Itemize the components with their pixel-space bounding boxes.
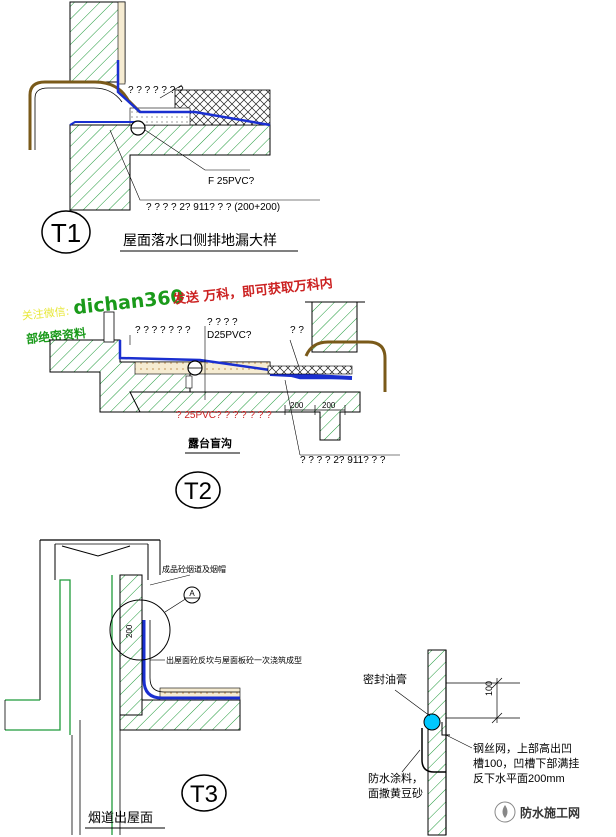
detail-a-dim-tick-1 — [491, 677, 503, 689]
t2-label-red: ? 25PVC? ? ? ? ? ? ? — [176, 410, 272, 421]
t3-mark-circle — [181, 774, 227, 812]
watermark-id: dichan360 — [72, 286, 185, 319]
t1-membrane-2 — [69, 121, 140, 126]
t3-membrane-b — [149, 620, 240, 693]
detail-a-sealant — [423, 713, 441, 731]
t2-membrane-b — [269, 372, 353, 380]
t3-title: 烟道出屋面 — [88, 810, 153, 825]
brand-logo-drop — [502, 805, 508, 818]
t2-label-q2: ? ? ? ? — [207, 317, 238, 328]
t1-drain-gutter-inner — [34, 87, 123, 150]
t1-leader-top — [159, 84, 183, 99]
t3-wall — [119, 574, 143, 716]
t2-label-bottom: ? ? ? ? 2? 911? ? ? — [300, 455, 386, 466]
t2-drain-cover — [267, 365, 353, 375]
t2-leader-4 — [284, 379, 301, 456]
t1-membrane — [116, 60, 271, 127]
t2-label-q3: ? ? — [290, 325, 304, 336]
t1-title: 屋面落水口侧排地漏大样 — [123, 232, 277, 248]
detail-a-label-mesh-1: 钢丝网，上部高出凹 — [473, 741, 572, 755]
t3-detail-label: A — [189, 589, 195, 598]
t1-mark: T1 — [51, 218, 81, 248]
t1-mark-circle — [41, 210, 91, 254]
t3-label-finished: 成品砼烟道及烟帽 — [162, 564, 226, 574]
t2-slab-lower — [129, 391, 361, 441]
t3-mark: T3 — [190, 781, 218, 808]
t2-mark: T2 — [184, 478, 212, 505]
watermark-prefix: 关注微信: — [21, 304, 70, 323]
t2-pipe-stub — [185, 375, 193, 389]
t3-label-rising: 出屋面砼反坎与屋面板砼一次浇筑成型 — [166, 655, 302, 665]
t1-label-bottom: ? ? ? ? 2? 911? ? ? (200+200) — [146, 202, 280, 213]
t1-wall-finish — [117, 1, 126, 85]
detail-a-dim-tick-2 — [491, 712, 503, 724]
t2-gutter — [304, 340, 387, 392]
t2-detail: ? ? ? ? ? ? ? ? ? ? ? D25PVC? ? ? ? 25PV… — [49, 301, 400, 509]
watermark-suffix: 发送 万科，即可获取万科内 — [171, 275, 333, 308]
detail-a-label-mesh-2: 槽100，凹槽下部满挂 — [473, 756, 579, 770]
t2-dim-200b: 200 — [322, 401, 336, 410]
t2-title: 露台盲沟 — [188, 436, 232, 450]
t1-leader-pipe — [144, 129, 250, 171]
t2-post — [103, 311, 115, 343]
detail-a-wall — [427, 649, 447, 836]
detail-a-mesh — [441, 722, 450, 736]
t1-detail: ? ? ? ? ? ? ? F 25PVC? ? ? ? ? 2? 911? ?… — [28, 1, 320, 254]
t3-detail-circle — [109, 599, 171, 661]
t1-drain-gutter — [28, 80, 142, 150]
detail-a-leader-coat — [401, 749, 421, 773]
t2-label-pipe: D25PVC? — [207, 330, 252, 341]
t2-label-q1: ? ? ? ? ? ? ? — [135, 325, 191, 336]
t2-mark-circle — [175, 471, 221, 509]
t1-roof-slab — [69, 124, 271, 211]
t2-leader-3 — [289, 339, 301, 371]
brand-name: 防水施工网 — [520, 805, 580, 820]
t3-membrane — [142, 620, 240, 700]
t3-dim-200: 200 — [125, 624, 134, 638]
t1-label-top: ? ? ? ? ? ? ? — [128, 85, 184, 96]
detail-a-label-coat-1: 防水涂料， — [368, 771, 423, 785]
t1-upper-wall — [69, 1, 126, 83]
detail-a-leader-mesh — [445, 734, 473, 749]
detail-a: 100 密封油膏 钢丝网，上部高出凹 槽100，凹槽下部满挂 反下水平面200m… — [363, 649, 579, 836]
t3-detail-tag — [183, 586, 201, 604]
t3-duct-left — [5, 579, 71, 735]
detail-a-label-seal: 密封油膏 — [363, 672, 407, 686]
t3-detail: A 200 成品砼烟道及烟帽 出屋面砼反坎与屋面板砼一次浇筑成型 T3 烟道出屋… — [4, 539, 302, 835]
detail-a-label-coat-2: 面撒黄豆砂 — [368, 786, 423, 800]
t3-cap-v — [61, 545, 131, 557]
detail-a-dim-100: 100 — [484, 681, 494, 696]
brand-badge: 防水施工网 — [494, 801, 580, 823]
detail-a-coat — [421, 728, 446, 773]
t2-dim-200a: 200 — [290, 401, 304, 410]
detail-a-label-mesh-3: 反下水平面200mm — [473, 772, 565, 785]
t1-insulation — [174, 89, 271, 126]
t2-membrane — [118, 340, 352, 380]
t3-leader-finished — [149, 574, 191, 586]
t1-leader-bottom — [109, 129, 320, 201]
detail-a-leader-seal — [394, 689, 431, 717]
t3-detail-leader — [164, 597, 188, 613]
t1-label-pipe: F 25PVC? — [208, 176, 255, 187]
